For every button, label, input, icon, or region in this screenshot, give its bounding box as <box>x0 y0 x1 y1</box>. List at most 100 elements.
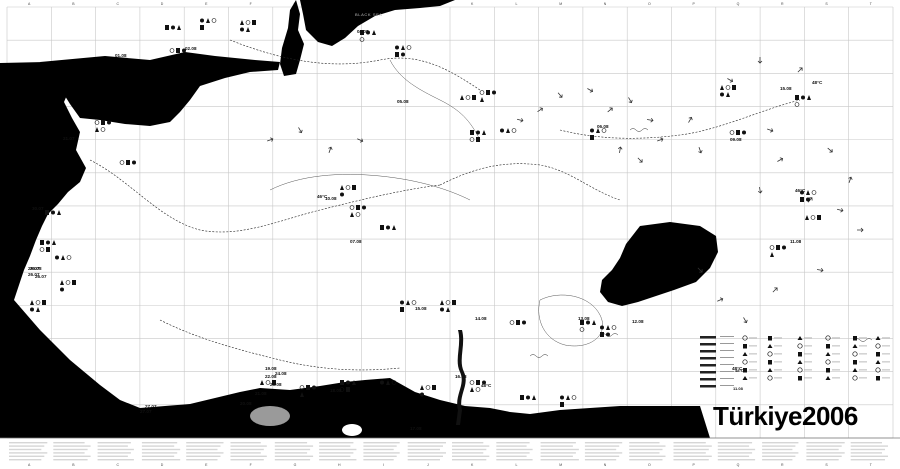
building-icon <box>360 30 364 35</box>
footer-caption-line <box>53 452 85 454</box>
legend-caption-line <box>720 364 734 365</box>
person-icon <box>482 380 486 385</box>
pictogram-group <box>420 385 436 397</box>
footer-caption-line <box>673 442 706 444</box>
direction-arrow <box>777 157 784 162</box>
date-label: 07.08 <box>350 239 362 244</box>
direction-arrow <box>516 118 524 123</box>
direction-arrow <box>697 267 703 273</box>
legend-swatch <box>700 385 716 388</box>
direction-arrow <box>298 127 303 134</box>
pictogram-group <box>729 130 746 135</box>
legend-symbol <box>797 336 803 340</box>
legend-caption-line <box>749 345 757 347</box>
date-label: 01.08 <box>115 53 127 58</box>
wave-marker <box>529 354 549 358</box>
footer-caption-line <box>407 459 440 461</box>
footer-caption-line <box>319 455 351 457</box>
grid-column-label: O <box>648 2 651 6</box>
legend-caption-line <box>720 350 734 351</box>
direction-arrow <box>628 97 633 104</box>
building-icon <box>40 240 44 245</box>
footer-caption-line <box>850 459 885 461</box>
grid-column-label: M <box>559 463 562 467</box>
footer-caption-line <box>319 459 357 461</box>
building-icon <box>472 95 476 100</box>
date-labels: 01.0802.0821.0730.0729.0726.0727.0704.08… <box>28 29 802 431</box>
legend-symbol <box>875 360 881 364</box>
legend-symbol <box>743 368 747 373</box>
footer-caption-line <box>97 459 134 461</box>
legend-caption-line <box>774 369 782 371</box>
footer-caption-line <box>141 448 181 451</box>
building-icon <box>346 387 350 392</box>
legend-caption-line <box>882 353 890 355</box>
building-icon <box>176 48 180 53</box>
person-icon <box>182 48 186 53</box>
tent-icon <box>30 300 34 305</box>
pictogram-group <box>55 255 72 260</box>
tent-icon <box>566 395 570 400</box>
direction-arrow <box>807 197 813 203</box>
tent-icon <box>596 128 600 133</box>
legend-swatch <box>700 371 716 374</box>
footer-caption-line <box>53 459 88 461</box>
footer-caption-line <box>584 452 623 454</box>
footer-caption-line <box>53 445 91 447</box>
footer-caption-line <box>850 455 888 457</box>
coin-icon <box>794 102 800 107</box>
building-icon <box>252 20 256 25</box>
coin-icon <box>509 320 515 325</box>
person-icon <box>590 128 594 133</box>
tent-icon <box>532 395 536 400</box>
person-icon <box>782 245 786 250</box>
grid-column-label: K <box>471 463 474 467</box>
coin-icon <box>299 385 305 390</box>
footer-caption-line <box>407 455 443 457</box>
coin-icon <box>359 37 365 42</box>
grid-column-label: D <box>161 463 164 467</box>
building-icon <box>126 160 130 165</box>
footer-caption-line <box>407 442 446 444</box>
legend-symbol <box>767 375 773 381</box>
coin-icon <box>406 45 412 50</box>
person-icon <box>346 380 350 385</box>
footer-caption-line <box>806 448 839 451</box>
grid-column-label: S <box>825 2 828 6</box>
legend-caption-line <box>859 337 867 339</box>
footer-caption-line <box>762 455 796 457</box>
footer-caption-line <box>496 455 527 457</box>
legend-caption-line <box>832 345 840 347</box>
building-icon <box>400 307 404 312</box>
coin-icon <box>411 300 417 305</box>
footer-caption-line <box>762 459 793 461</box>
pictogram-group <box>30 300 46 312</box>
footer-caption-line <box>452 459 487 461</box>
footer-caption-line <box>452 445 490 447</box>
person-icon <box>440 307 444 312</box>
legend-swatch <box>700 350 716 353</box>
grid-column-label: L <box>515 2 517 6</box>
legend-swatch <box>700 364 716 367</box>
legend-caption-line <box>859 361 867 363</box>
route-north <box>229 39 481 91</box>
aegean-sea <box>0 62 86 300</box>
date-label: 21.08 <box>255 391 267 396</box>
footer-caption-line <box>673 448 709 451</box>
legend-symbol <box>742 359 748 365</box>
footer-caption-line <box>230 452 261 454</box>
tent-icon <box>36 307 40 312</box>
legend-caption-line <box>720 357 734 358</box>
footer-caption-line <box>274 455 314 457</box>
legend-symbol <box>875 367 881 373</box>
building-icon <box>272 380 276 385</box>
grid-column-label: K <box>471 2 474 6</box>
footer-caption-line <box>496 445 527 447</box>
footer-caption-line <box>230 455 267 457</box>
footer-caption-line <box>319 445 351 447</box>
sea-name-label: BLACK SEA <box>355 12 383 17</box>
pictogram-group <box>45 210 61 215</box>
person-icon <box>500 128 504 133</box>
coin-icon <box>391 380 397 385</box>
